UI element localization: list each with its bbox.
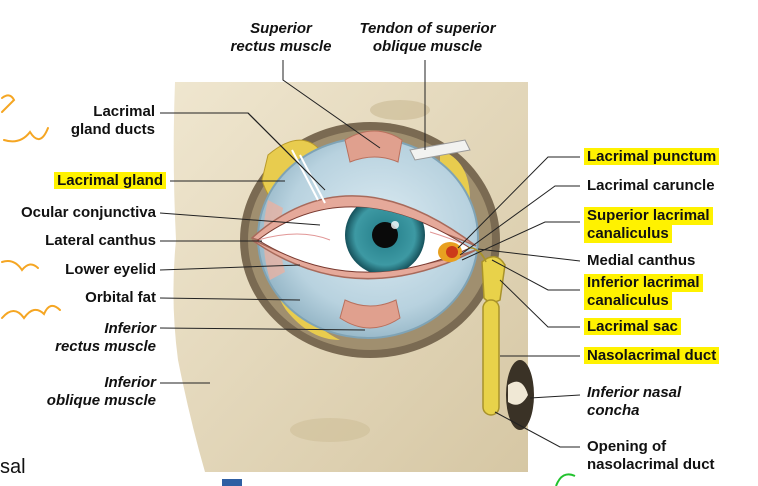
label-orbital-fat: Orbital fat: [85, 289, 156, 306]
bone-shadow-top: [370, 100, 430, 120]
label-lacrimal-sac: Lacrimal sac: [584, 318, 681, 336]
nasal-concha-shape: [508, 381, 528, 405]
bone-shadow-bottom: [290, 418, 370, 442]
cut-off-text: sal: [0, 456, 26, 478]
superior-oblique-tendon-shape: [409, 139, 471, 161]
pupil-highlight: [391, 221, 399, 229]
blue-mark: [222, 479, 242, 486]
label-inferior-lacrimal-canaliculus: Inferior lacrimal canaliculus: [584, 274, 703, 310]
label-superior-lacrimal-canaliculus: Superior lacrimal canaliculus: [584, 207, 713, 243]
inferior-rectus-shape: [339, 299, 401, 329]
superior-rectus-shape: [344, 130, 403, 163]
label-lateral-canthus: Lateral canthus: [45, 232, 156, 249]
label-lacrimal-gland: Lacrimal gland: [20, 172, 166, 190]
label-lower-eyelid: Lower eyelid: [65, 261, 156, 278]
handwritten-green: [555, 473, 576, 486]
lacrimal-sac-shape: [481, 256, 506, 303]
label-lacrimal-punctum: Lacrimal punctum: [584, 148, 720, 166]
label-medial-canthus: Medial canthus: [587, 252, 696, 269]
pupil: [372, 222, 398, 248]
label-ocular-conjunctiva: Ocular conjunctiva: [20, 204, 156, 221]
label-lacrimal-caruncle: Lacrimal caruncle: [587, 177, 715, 194]
nasolacrimal-duct-shape: [482, 299, 500, 416]
label-nasolacrimal-duct: Nasolacrimal duct: [584, 347, 720, 365]
handwritten-marks: [1, 94, 61, 320]
